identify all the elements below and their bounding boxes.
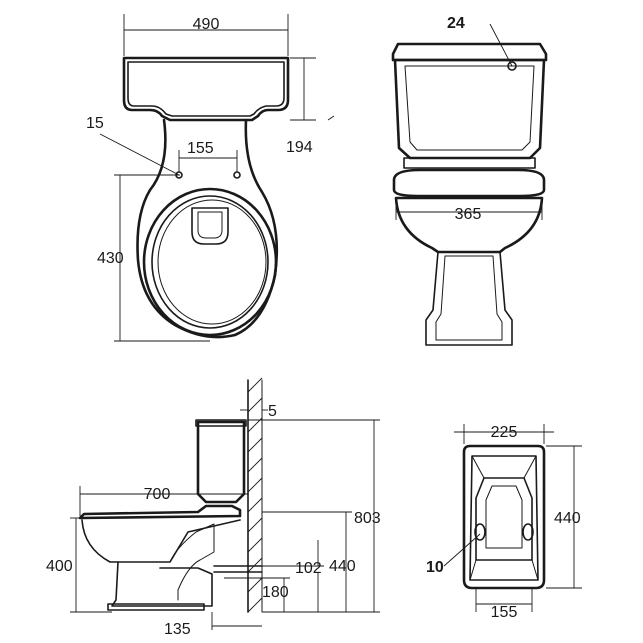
- dim-base-depth: 440: [554, 510, 581, 527]
- dim-outlet-low: 180: [262, 584, 289, 601]
- trap-side: [169, 523, 215, 601]
- front-view: 24 365: [391, 15, 548, 346]
- side-view: 5 700 803 400 440 102 180 135: [46, 377, 381, 638]
- tank-inner-top: [127, 61, 285, 117]
- dim-total-height: 803: [354, 510, 381, 527]
- flush-button: [507, 61, 517, 71]
- pedestal-inner-front: [435, 255, 503, 341]
- dim-inlet-height: 102: [295, 560, 322, 577]
- seat-inner: [151, 195, 269, 329]
- tank-panel-front: [404, 65, 535, 151]
- base-inner: [469, 455, 539, 581]
- dim-bowl-width: 365: [455, 206, 482, 223]
- dim-base-hole: 10: [426, 559, 444, 576]
- tank-body-front: [393, 58, 546, 160]
- dim-total-length: 700: [144, 486, 171, 503]
- dim-base-inner: 155: [491, 604, 518, 621]
- base-hole-right: [522, 523, 534, 541]
- dim-wall-gap: 5: [268, 403, 277, 420]
- seat-outer: [142, 187, 278, 337]
- bowl-side: [78, 504, 242, 520]
- seat-lid-front: [392, 168, 546, 198]
- pedestal-side: [111, 561, 213, 607]
- base-facet-line: [531, 559, 539, 581]
- dim-bowl-depth: 430: [97, 250, 124, 267]
- tank-lid-side: [195, 419, 247, 427]
- tank-side: [196, 420, 246, 504]
- floor-flange: [107, 603, 205, 611]
- tank-lid-front: [391, 42, 548, 62]
- dim-outlet-height: 440: [329, 558, 356, 575]
- screw-hole-right: [233, 171, 241, 179]
- base-outline: [462, 444, 546, 590]
- dim-tank-width: 490: [193, 16, 220, 33]
- wall-hatch: [247, 377, 263, 613]
- base-hole-left: [474, 523, 486, 541]
- dim-tank-depth: 194: [286, 139, 313, 156]
- dim-outlet-offset: 135: [164, 621, 191, 638]
- dim-seat-height: 400: [46, 558, 73, 575]
- tank-outline-top: [122, 56, 290, 122]
- tank-base-front: [403, 157, 536, 169]
- base-cavity-inner: [485, 485, 523, 549]
- dim-screw-spacing: 155: [187, 140, 214, 157]
- pedestal-front: [425, 251, 513, 346]
- dim-base-width: 225: [491, 424, 518, 441]
- dim-screw-dia: 15: [86, 115, 104, 132]
- seat-inner-line: [157, 199, 267, 325]
- base-facet-line: [471, 455, 485, 479]
- base-view: 225 440 155 10: [426, 424, 582, 621]
- base-facet-line: [469, 559, 477, 581]
- dim-flush-button: 24: [447, 15, 465, 32]
- outlet-hole: [191, 207, 229, 245]
- bowl-outline-top: [136, 118, 279, 339]
- bowl-body-side: [81, 519, 241, 563]
- base-facet-line: [523, 455, 537, 479]
- top-view: 490 194 155 15 430: [86, 14, 335, 342]
- outlet-hole-inner: [197, 211, 223, 239]
